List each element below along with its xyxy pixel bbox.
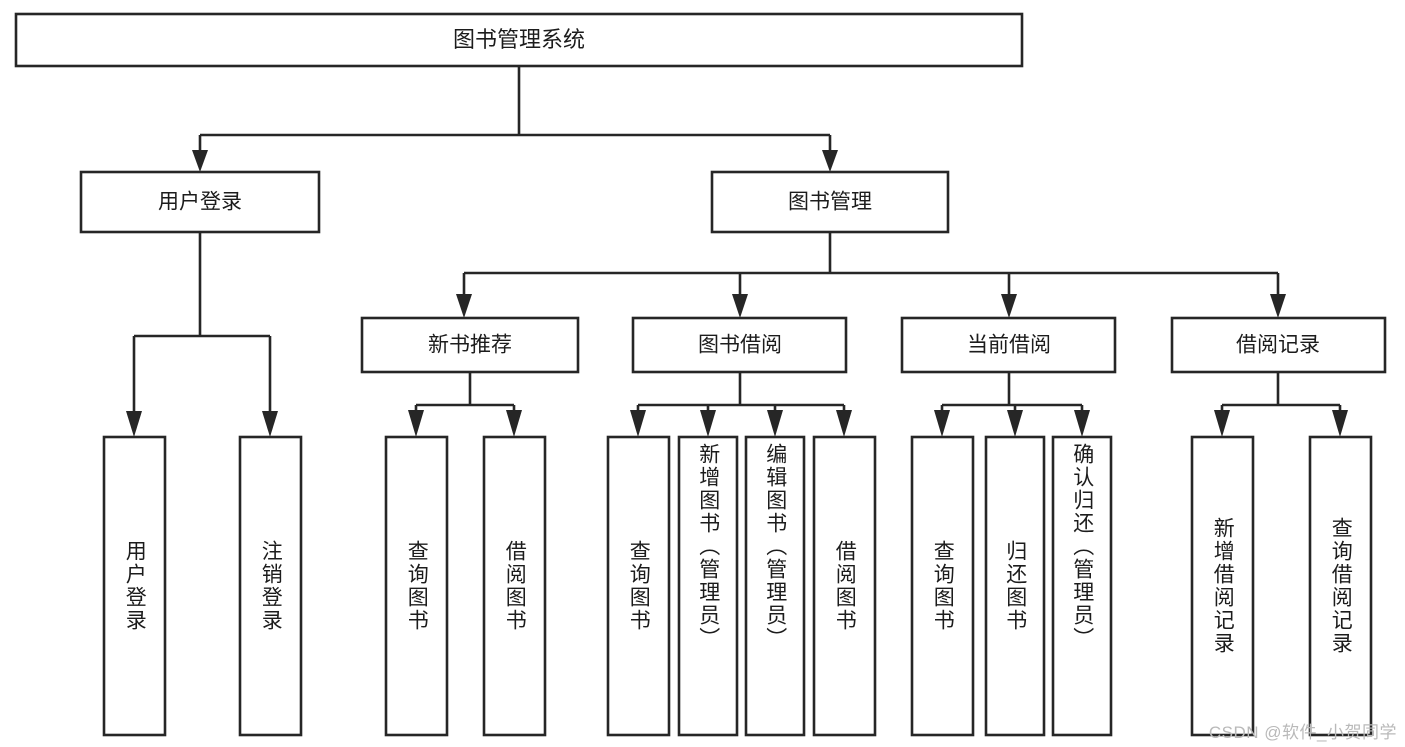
- arrow-head-leaf-borrow-book: [836, 410, 852, 437]
- connector-group-book-borrow-to-leaves: [630, 372, 852, 437]
- node-current-borrow-box[interactable]: [900, 316, 1117, 374]
- node-book-management-box[interactable]: [710, 170, 950, 234]
- node-root[interactable]: 图书管理系统: [14, 12, 1024, 68]
- node-user-login[interactable]: 用户登录: [79, 170, 321, 234]
- connector-group-new-book-recommend-to-leaves: [408, 372, 522, 437]
- arrow-head-new-book-recommend: [456, 294, 472, 318]
- arrow-head-leaf-query-borrow-record: [1332, 410, 1348, 437]
- arrow-head-book-management: [822, 150, 838, 172]
- arrow-head-leaf-add-borrow-record: [1214, 410, 1230, 437]
- node-leaf-borrow-book-recommend-box[interactable]: [482, 435, 547, 737]
- connector-group-book-management-to-level2: [456, 232, 1286, 318]
- node-leaf-return-book-box[interactable]: [984, 435, 1046, 737]
- connector-group-current-borrow-to-leaves: [934, 372, 1090, 437]
- node-borrow-record-label: 借阅记录: [1236, 334, 1320, 357]
- node-root-label: 图书管理系统: [453, 27, 585, 52]
- node-leaf-confirm-return-admin-box[interactable]: [1051, 435, 1113, 737]
- arrow-head-leaf-edit-book-admin: [767, 410, 783, 437]
- node-leaf-query-borrow-record-box[interactable]: [1308, 435, 1373, 737]
- node-user-login-box[interactable]: [79, 170, 321, 234]
- arrow-head-leaf-query-book-recommend: [408, 410, 424, 437]
- arrow-head-leaf-query-book-current: [934, 410, 950, 437]
- connector-group-borrow-record-to-leaves: [1214, 372, 1348, 437]
- node-borrow-record[interactable]: 借阅记录: [1170, 316, 1387, 374]
- node-new-book-recommend-label: 新书推荐: [428, 334, 512, 357]
- node-book-borrow-box[interactable]: [631, 316, 848, 374]
- node-leaf-borrow-book-box[interactable]: [812, 435, 877, 737]
- connector-group-user-login-to-leaves: [126, 232, 278, 437]
- node-leaf-query-book-current-box[interactable]: [910, 435, 975, 737]
- arrow-head-leaf-query-book-borrow: [630, 410, 646, 437]
- arrow-head-user-login: [192, 150, 208, 172]
- node-book-management[interactable]: 图书管理: [710, 170, 950, 234]
- node-leaf-logout-login-box[interactable]: [238, 435, 303, 737]
- arrow-head-current-borrow: [1001, 294, 1017, 318]
- node-leaf-query-book-borrow-box[interactable]: [606, 435, 671, 737]
- node-current-borrow[interactable]: 当前借阅: [900, 316, 1117, 374]
- node-borrow-record-box[interactable]: [1170, 316, 1387, 374]
- node-leaf-add-borrow-record-box[interactable]: [1190, 435, 1255, 737]
- arrow-head-leaf-borrow-book-recommend: [506, 410, 522, 437]
- node-new-book-recommend-box[interactable]: [360, 316, 580, 374]
- node-leaf-query-book-recommend-box[interactable]: [384, 435, 449, 737]
- arrow-head-borrow-record: [1270, 294, 1286, 318]
- arrow-head-leaf-logout-login: [262, 411, 278, 437]
- node-root-box[interactable]: [14, 12, 1024, 68]
- node-new-book-recommend[interactable]: 新书推荐: [360, 316, 580, 374]
- node-book-management-label: 图书管理: [788, 191, 872, 214]
- node-book-borrow[interactable]: 图书借阅: [631, 316, 848, 374]
- node-leaf-edit-book-admin-box[interactable]: [744, 435, 806, 737]
- node-current-borrow-label: 当前借阅: [967, 334, 1051, 357]
- node-user-login-label: 用户登录: [158, 191, 242, 214]
- node-leaf-user-login-box[interactable]: [102, 435, 167, 737]
- arrow-head-leaf-confirm-return-admin: [1074, 410, 1090, 437]
- watermark-text: CSDN @软件_小贺同学: [1208, 723, 1397, 742]
- arrow-head-book-borrow: [732, 294, 748, 318]
- node-book-borrow-label: 图书借阅: [698, 334, 782, 357]
- arrow-head-leaf-return-book: [1007, 410, 1023, 437]
- node-leaf-add-book-admin-box[interactable]: [677, 435, 739, 737]
- arrow-head-leaf-add-book-admin: [700, 410, 716, 437]
- connector-group-root-to-level1: [192, 66, 838, 172]
- arrow-head-leaf-user-login: [126, 411, 142, 437]
